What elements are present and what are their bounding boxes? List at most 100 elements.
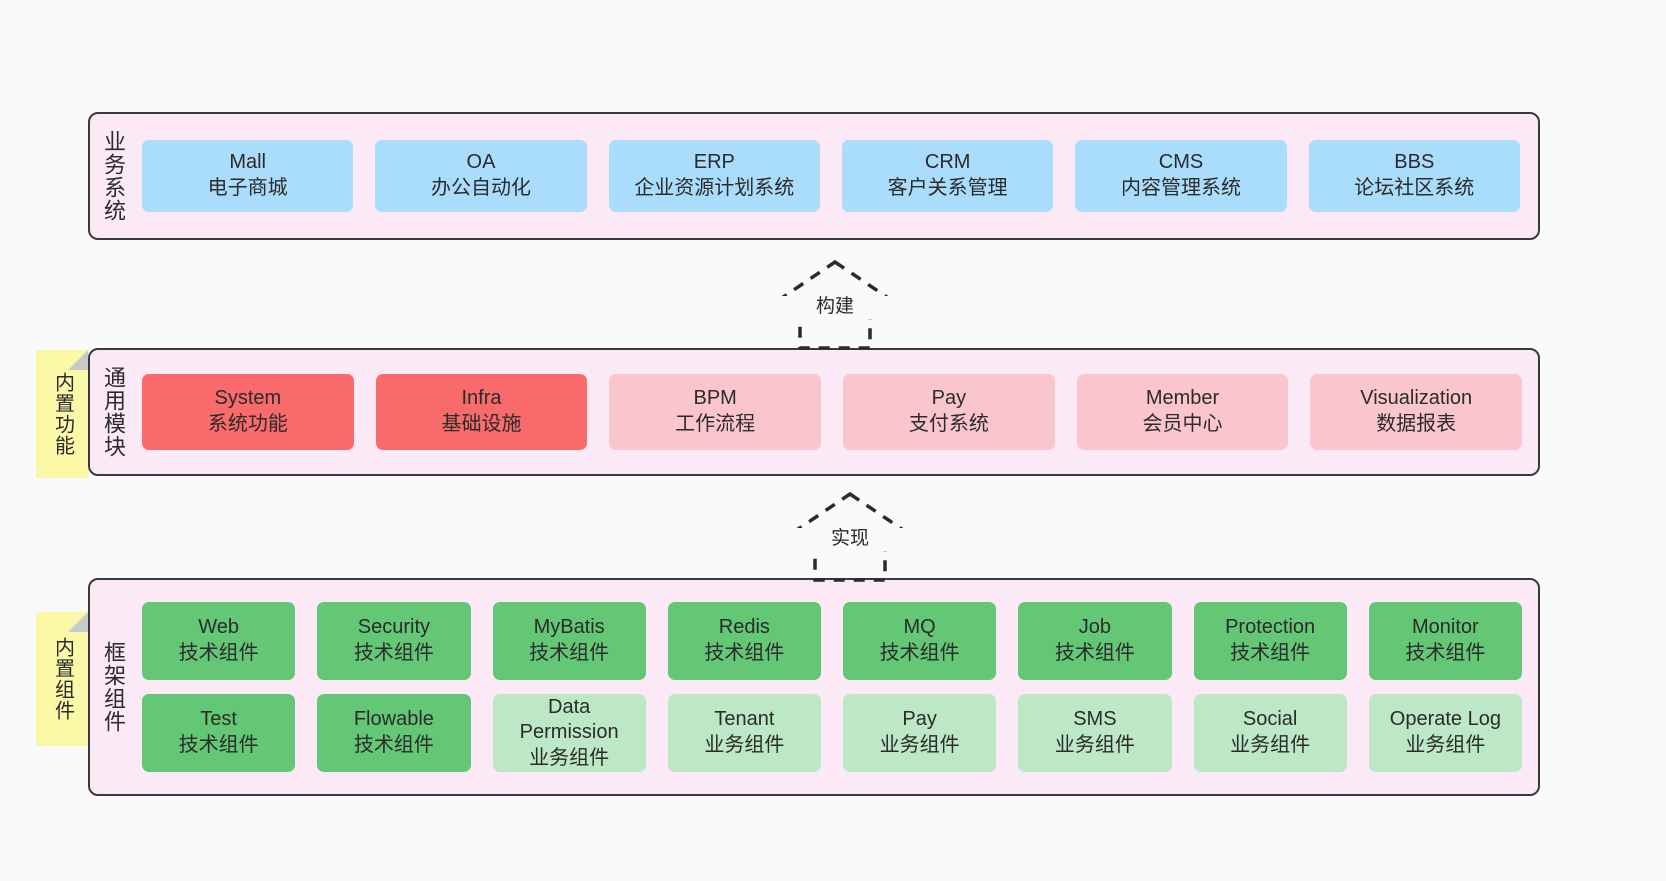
- card-bbs-name: BBS: [1394, 151, 1435, 174]
- framework-tech-row: Web 技术组件 Security 技术组件 MyBatis 技术组件 Redi…: [142, 602, 1522, 680]
- card-operate-log[interactable]: Operate Log 业务组件: [1368, 694, 1522, 772]
- card-operate-log-desc: 业务组件: [1405, 734, 1486, 756]
- card-bpm[interactable]: BPM 工作流程: [609, 374, 822, 450]
- card-cms[interactable]: CMS 内容管理系统: [1075, 140, 1287, 212]
- card-protection[interactable]: Protection 技术组件: [1193, 602, 1347, 680]
- card-data-permission[interactable]: Data Permission 业务组件: [492, 694, 646, 772]
- card-security-desc: 技术组件: [353, 642, 434, 664]
- layer-common-modules-body: System 系统功能 Infra 基础设施 BPM 工作流程 Pay 支付系统…: [136, 350, 1538, 474]
- card-flowable-desc: 技术组件: [353, 734, 434, 756]
- card-crm[interactable]: CRM 客户关系管理: [841, 140, 1054, 212]
- card-tenant[interactable]: Tenant 业务组件: [667, 694, 821, 772]
- card-test[interactable]: Test 技术组件: [142, 694, 296, 772]
- card-mall-desc: 电子商城: [207, 177, 288, 199]
- common-modules-row: System 系统功能 Infra 基础设施 BPM 工作流程 Pay 支付系统…: [142, 374, 1523, 450]
- card-oa[interactable]: OA 办公自动化: [375, 140, 587, 212]
- layer-business-system: 业务系统 Mall 电子商城 OA 办公自动化 ERP 企业资源计划系统 CRM: [88, 112, 1540, 240]
- card-pay-component[interactable]: Pay 业务组件: [843, 694, 997, 772]
- card-test-desc: 技术组件: [178, 734, 259, 756]
- card-member[interactable]: Member 会员中心: [1076, 374, 1289, 450]
- card-protection-name: Protection: [1225, 616, 1316, 639]
- card-data-permission-desc: 业务组件: [529, 746, 610, 769]
- card-job-desc: 技术组件: [1054, 642, 1135, 664]
- card-web-desc: 技术组件: [178, 642, 259, 664]
- card-erp[interactable]: ERP 企业资源计划系统: [608, 140, 820, 212]
- layer-framework-components-body: Web 技术组件 Security 技术组件 MyBatis 技术组件 Redi…: [136, 580, 1538, 794]
- card-pay-module-desc: 支付系统: [908, 413, 989, 435]
- card-pay-module[interactable]: Pay 支付系统: [843, 374, 1055, 450]
- card-mybatis-name: MyBatis: [533, 616, 605, 639]
- card-mq[interactable]: MQ 技术组件: [843, 602, 997, 680]
- card-redis-desc: 技术组件: [704, 642, 785, 664]
- card-monitor-desc: 技术组件: [1405, 642, 1486, 664]
- card-sms-desc: 业务组件: [1054, 734, 1135, 756]
- card-infra-desc: 基础设施: [441, 413, 522, 435]
- card-operate-log-name: Operate Log: [1389, 708, 1501, 731]
- card-erp-desc: 企业资源计划系统: [634, 177, 795, 199]
- card-bpm-desc: 工作流程: [675, 413, 756, 435]
- layer-business-system-title: 业务系统: [100, 130, 126, 222]
- card-crm-desc: 客户关系管理: [887, 177, 1008, 199]
- card-data-permission-name: Data Permission: [519, 695, 619, 744]
- layer-common-modules-title: 通用模块: [100, 366, 126, 458]
- card-flowable-name: Flowable: [353, 708, 434, 731]
- card-visualization-name: Visualization: [1360, 387, 1473, 410]
- card-tenant-name: Tenant: [714, 708, 775, 731]
- note-builtin-components-label: 内置组件: [51, 637, 74, 721]
- card-mq-desc: 技术组件: [879, 642, 960, 664]
- card-sms-name: SMS: [1073, 708, 1117, 731]
- card-member-desc: 会员中心: [1142, 413, 1223, 435]
- arrow-realize: 实现: [775, 490, 925, 582]
- card-oa-desc: 办公自动化: [430, 177, 531, 199]
- card-pay-component-name: Pay: [902, 708, 937, 731]
- card-cms-desc: 内容管理系统: [1120, 177, 1241, 199]
- note-builtin-functions-label: 内置功能: [51, 372, 74, 456]
- card-system-name: System: [214, 387, 282, 410]
- card-social-name: Social: [1242, 708, 1298, 731]
- card-web-name: Web: [198, 616, 239, 639]
- card-job-name: Job: [1078, 616, 1111, 639]
- card-system-desc: 系统功能: [207, 413, 288, 435]
- card-social-desc: 业务组件: [1230, 734, 1311, 756]
- layer-framework-components: 框架组件 Web 技术组件 Security 技术组件 MyBatis 技术组件…: [88, 578, 1540, 796]
- card-tenant-desc: 业务组件: [704, 734, 785, 756]
- card-infra[interactable]: Infra 基础设施: [375, 374, 588, 450]
- card-social[interactable]: Social 业务组件: [1193, 694, 1347, 772]
- card-security[interactable]: Security 技术组件: [317, 602, 471, 680]
- card-redis-name: Redis: [718, 616, 770, 639]
- card-protection-desc: 技术组件: [1230, 642, 1311, 664]
- card-web[interactable]: Web 技术组件: [142, 602, 296, 680]
- note-builtin-functions: 内置功能: [36, 350, 88, 478]
- card-mybatis-desc: 技术组件: [529, 642, 610, 664]
- card-visualization-desc: 数据报表: [1376, 413, 1457, 435]
- card-cms-name: CMS: [1158, 151, 1204, 174]
- card-bbs[interactable]: BBS 论坛社区系统: [1308, 140, 1520, 212]
- card-mybatis[interactable]: MyBatis 技术组件: [492, 602, 646, 680]
- card-mall[interactable]: Mall 电子商城: [142, 140, 354, 212]
- note-builtin-components: 内置组件: [36, 612, 88, 746]
- arrow-build: 构建: [760, 258, 910, 350]
- card-test-name: Test: [200, 708, 237, 731]
- card-monitor[interactable]: Monitor 技术组件: [1368, 602, 1522, 680]
- card-crm-name: CRM: [924, 151, 971, 174]
- layer-framework-components-title: 框架组件: [100, 641, 126, 733]
- card-bpm-name: BPM: [693, 387, 737, 410]
- card-visualization[interactable]: Visualization 数据报表: [1310, 374, 1523, 450]
- business-system-row: Mall 电子商城 OA 办公自动化 ERP 企业资源计划系统 CRM 客户关系…: [142, 140, 1520, 212]
- card-pay-component-desc: 业务组件: [879, 734, 960, 756]
- card-system[interactable]: System 系统功能: [142, 374, 354, 450]
- card-flowable[interactable]: Flowable 技术组件: [317, 694, 471, 772]
- card-bbs-desc: 论坛社区系统: [1354, 177, 1475, 199]
- layer-business-system-body: Mall 电子商城 OA 办公自动化 ERP 企业资源计划系统 CRM 客户关系…: [136, 114, 1538, 238]
- framework-business-row: Test 技术组件 Flowable 技术组件 Data Permission …: [142, 694, 1522, 772]
- card-monitor-name: Monitor: [1412, 616, 1479, 639]
- card-infra-name: Infra: [461, 387, 502, 410]
- card-job[interactable]: Job 技术组件: [1018, 602, 1172, 680]
- card-pay-module-name: Pay: [931, 387, 967, 410]
- card-redis[interactable]: Redis 技术组件: [667, 602, 821, 680]
- card-security-name: Security: [357, 616, 430, 639]
- card-sms[interactable]: SMS 业务组件: [1018, 694, 1172, 772]
- card-mall-name: Mall: [229, 151, 266, 174]
- card-mq-name: MQ: [903, 616, 936, 639]
